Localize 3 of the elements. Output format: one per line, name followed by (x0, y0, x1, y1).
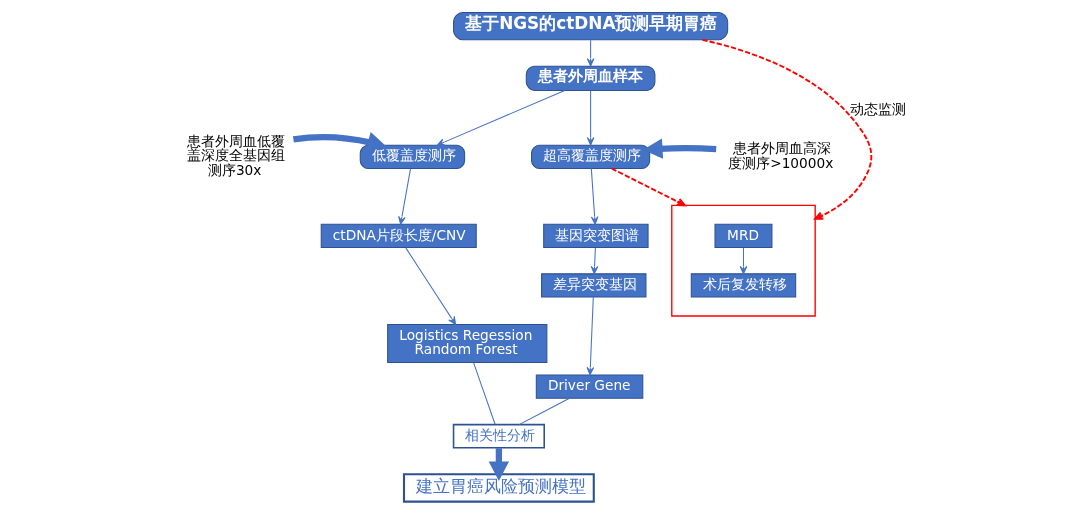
node-text: 患者外周血低覆盖深度全基因组测序30x (186, 132, 285, 179)
edge-label: 动态监测 (849, 101, 906, 118)
node-text: 患者外周血高深度测序>10000x (728, 140, 834, 171)
